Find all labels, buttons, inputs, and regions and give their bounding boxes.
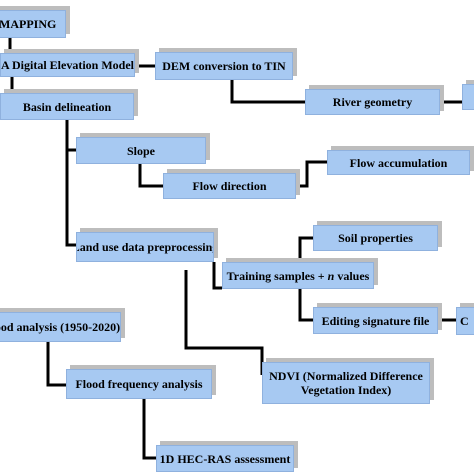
node-slope-label: Slope (126, 143, 155, 158)
node-flood-analysis: ood analysis (1950-2020) (0, 312, 121, 342)
connector-frequency-hecras (142, 399, 156, 460)
node-offscreen-right-bottom: C (456, 307, 474, 335)
node-dem-label: A Digital Elevation Model (1, 58, 134, 72)
node-river-geometry: River geometry (305, 89, 440, 115)
node-dem: A Digital Elevation Model (0, 53, 135, 77)
node-ndvi: NDVI (Normalized Difference Vegetation I… (262, 362, 430, 404)
node-slope: Slope (76, 137, 206, 164)
node-ndvi-line2: Vegetation Index) (300, 383, 392, 397)
node-editing-signature-label: Editing signature file (321, 313, 430, 328)
node-training-samples: Training samples + n values (222, 262, 374, 289)
node-mapping-label: MAPPING (0, 17, 57, 31)
node-land-use-label: Land use data preprocessing (76, 240, 214, 254)
node-training-samples-label: Training samples + n values (227, 269, 370, 283)
connector-landuse-training (212, 262, 222, 290)
training-suffix: values (334, 268, 370, 283)
connector-landuse-ndvi (184, 270, 264, 375)
node-soil-properties-label: Soil properties (338, 231, 413, 245)
node-ndvi-line1: NDVI (Normalized Difference (269, 369, 423, 383)
node-offscreen-right-bottom-label: C (460, 314, 469, 328)
node-flow-direction-label: Flow direction (192, 179, 267, 193)
node-flood-frequency-label: Flood frequency analysis (75, 377, 203, 391)
node-hec-ras: 1D HEC-RAS assessment (156, 445, 294, 472)
node-dem-tin-label: DEM conversion to TIN (162, 59, 286, 73)
connector-flowdir-flowacc (296, 160, 327, 188)
connector-tin-river (230, 80, 305, 104)
node-dem-tin: DEM conversion to TIN (155, 52, 293, 80)
training-n: n (327, 268, 335, 283)
node-basin-delineation: Basin delineation (0, 93, 134, 120)
connector-slope-flowdir (138, 164, 163, 188)
node-basin-delineation-label: Basin delineation (22, 99, 112, 114)
node-mapping: MAPPING (0, 10, 66, 38)
node-hec-ras-label: 1D HEC-RAS assessment (159, 451, 291, 466)
node-river-geometry-label: River geometry (332, 95, 413, 109)
node-flow-direction: Flow direction (163, 173, 296, 199)
connector-training-editing (298, 288, 313, 322)
node-land-use: Land use data preprocessing (76, 232, 214, 262)
node-flow-accumulation: Flow accumulation (327, 150, 470, 175)
node-flood-analysis-label: ood analysis (1950-2020) (0, 320, 121, 334)
training-prefix: Training samples + (226, 268, 328, 283)
node-flood-frequency: Flood frequency analysis (66, 369, 212, 399)
node-flow-accumulation-label: Flow accumulation (349, 155, 448, 170)
node-soil-properties: Soil properties (313, 225, 438, 251)
node-editing-signature: Editing signature file (313, 307, 438, 334)
connector-main-trunk (65, 120, 76, 247)
node-offscreen-right-top (462, 84, 474, 110)
connector-flood-frequency (46, 342, 66, 387)
